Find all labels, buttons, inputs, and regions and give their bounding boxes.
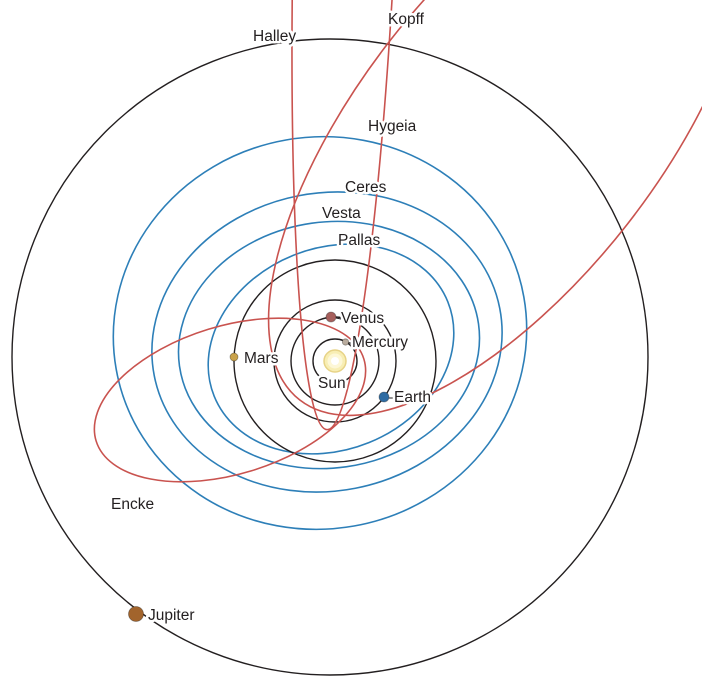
planet-dot-jupiter — [128, 606, 144, 622]
planet-dots-group — [128, 311, 394, 622]
orbit-halley — [291, 0, 405, 431]
orbit-encke — [93, 317, 367, 483]
comet-orbits-group — [93, 0, 702, 483]
label-kopff: Kopff — [388, 11, 425, 28]
orbit-kopff — [267, 0, 702, 417]
planet-dot-earth — [378, 391, 390, 403]
orbit-vesta — [177, 220, 481, 470]
label-pallas: Pallas — [338, 232, 380, 249]
orbit-pallas — [207, 243, 455, 455]
leader-venus — [335, 317, 342, 320]
label-ceres: Ceres — [345, 179, 387, 196]
label-hygeia: Hygeia — [368, 118, 417, 135]
planet-dot-mars — [229, 352, 239, 362]
orbit-hygeia — [112, 135, 528, 531]
label-venus: Venus — [341, 310, 384, 327]
label-jupiter: Jupiter — [148, 607, 195, 624]
label-mars: Mars — [244, 350, 279, 367]
sun-core — [331, 357, 339, 365]
label-mercury: Mercury — [352, 334, 408, 351]
planet-dot-venus — [325, 311, 337, 323]
label-vesta: Vesta — [322, 205, 361, 222]
label-halley: Halley — [253, 28, 296, 45]
label-earth: Earth — [394, 389, 431, 406]
orbit-mercury — [312, 338, 358, 384]
planet-dot-mercury — [341, 338, 350, 346]
sun-group — [323, 349, 347, 373]
orbit-jupiter — [11, 38, 649, 676]
label-encke: Encke — [111, 496, 154, 513]
leader-mercury — [348, 342, 353, 344]
label-sun: Sun — [318, 375, 346, 392]
